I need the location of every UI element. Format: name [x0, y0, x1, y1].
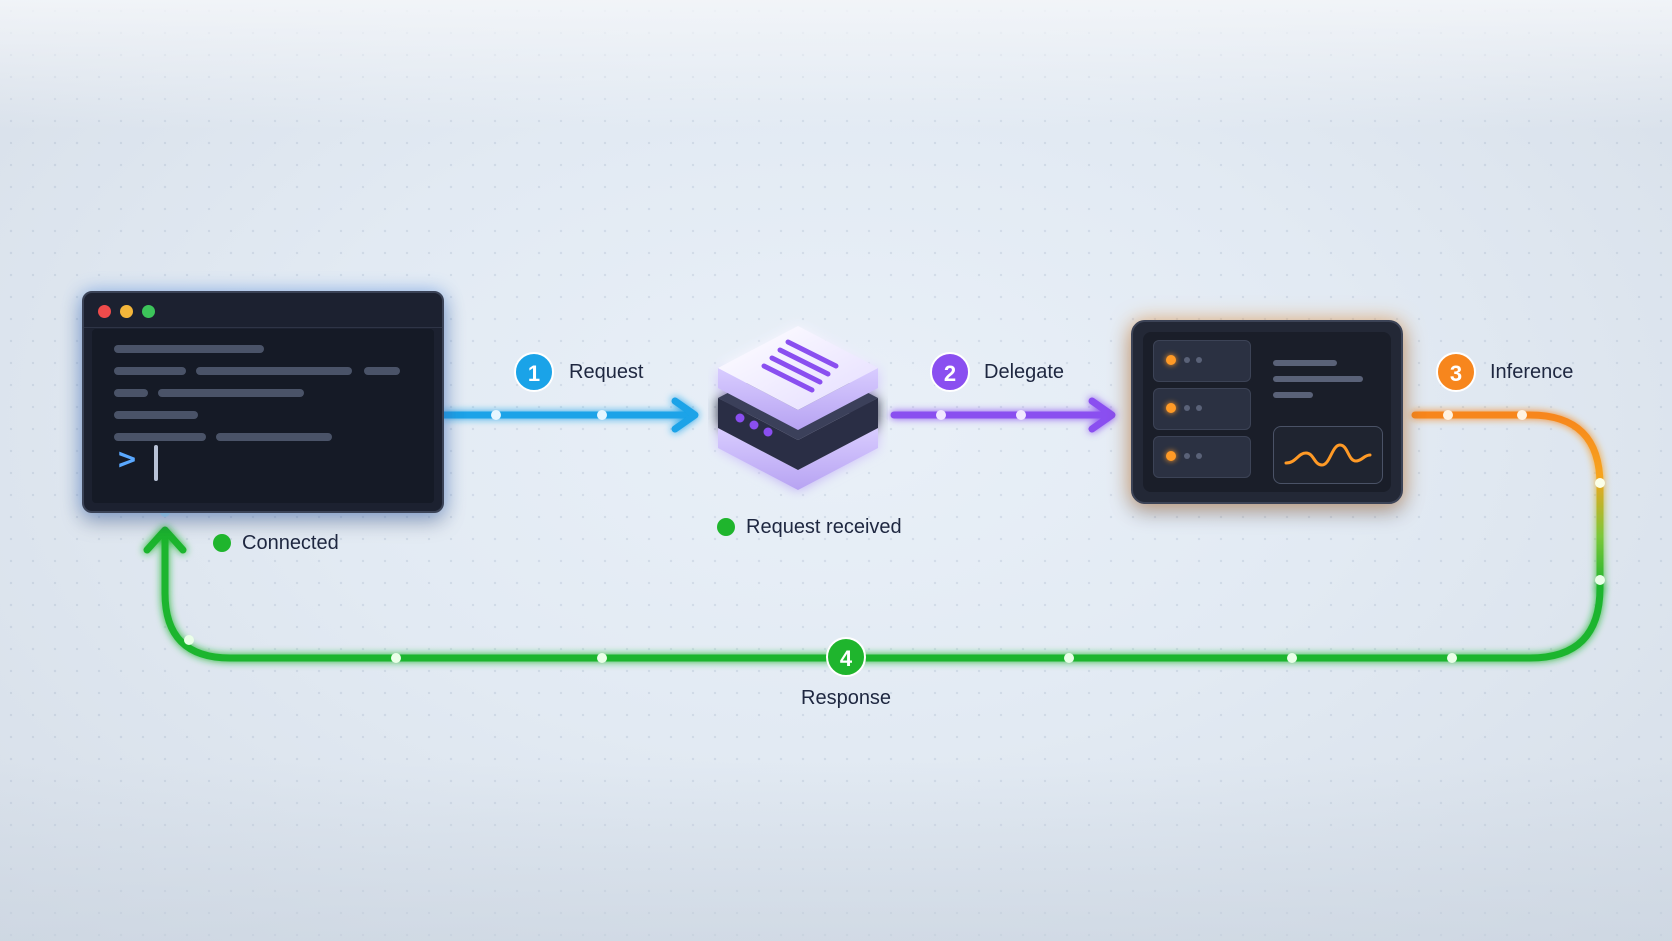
step-3-badge: 3: [1436, 352, 1476, 392]
response-node-dot: [391, 653, 401, 663]
led-icon: [1184, 405, 1190, 411]
background-haze-bottom: [0, 761, 1672, 941]
step-4-badge: 4: [826, 637, 866, 677]
server-rack-unit: [1153, 340, 1251, 382]
response-node-dot: [1447, 653, 1457, 663]
code-line: [114, 367, 186, 375]
step-1-badge: 1: [514, 352, 554, 392]
response-node-dot: [1064, 653, 1074, 663]
info-line: [1273, 376, 1363, 382]
terminal-window-icon: >: [82, 291, 444, 513]
maximize-dot-icon: [142, 305, 155, 318]
led-icon: [1184, 453, 1190, 459]
terminal-body: >: [92, 329, 434, 503]
background-haze-top: [0, 0, 1672, 130]
response-path: [143, 526, 1604, 662]
inference-node-dot: [1443, 410, 1453, 420]
response-node-dot: [1595, 575, 1605, 585]
close-dot-icon: [98, 305, 111, 318]
inference-path: [1411, 411, 1604, 592]
led-icon: [1196, 357, 1202, 363]
code-line: [114, 345, 264, 353]
info-line: [1273, 360, 1337, 366]
server-dashboard-icon: [1131, 320, 1403, 504]
delegate-node-dot: [936, 410, 946, 420]
step-2-badge: 2: [930, 352, 970, 392]
step-3-label: Inference: [1490, 361, 1574, 383]
led-icon: [1196, 453, 1202, 459]
code-line: [114, 389, 148, 397]
delegate-node-dot: [1016, 410, 1026, 420]
status-led-icon: [1166, 403, 1176, 413]
code-line: [216, 433, 332, 441]
inference-node-dot: [1517, 410, 1527, 420]
request-node-dot: [597, 410, 607, 420]
code-line: [364, 367, 400, 375]
text-cursor: [154, 445, 158, 481]
received-status-dot-icon: [717, 518, 735, 536]
step-4-label: Response: [801, 687, 892, 709]
prompt-chevron-icon: >: [118, 442, 137, 477]
request-received-label: Request received: [746, 516, 902, 538]
minimize-dot-icon: [120, 305, 133, 318]
led-icon: [1184, 357, 1190, 363]
status-led-icon: [1166, 355, 1176, 365]
step-1-label: Request: [569, 361, 644, 383]
code-line: [114, 411, 198, 419]
request-node-dot: [491, 410, 501, 420]
info-line: [1273, 392, 1313, 398]
step-2-label: Delegate: [984, 361, 1065, 383]
server-panel: [1143, 332, 1391, 492]
code-line: [196, 367, 352, 375]
request-arrow: [440, 397, 699, 433]
inference-node-dot: [1595, 478, 1605, 488]
server-rack-unit: [1153, 436, 1251, 478]
waveform-graph-icon: [1273, 426, 1383, 484]
terminal-title-bar: [84, 293, 442, 328]
response-node-dot: [597, 653, 607, 663]
connected-status-dot-icon: [213, 534, 231, 552]
status-led-icon: [1166, 451, 1176, 461]
stacked-server-icon: [718, 326, 878, 490]
connected-status-label: Connected: [242, 532, 339, 554]
code-line: [158, 389, 304, 397]
led-icon: [1196, 405, 1202, 411]
response-node-dot: [184, 635, 194, 645]
code-line: [114, 433, 206, 441]
server-rack-unit: [1153, 388, 1251, 430]
delegate-arrow: [890, 397, 1116, 433]
response-node-dot: [1287, 653, 1297, 663]
